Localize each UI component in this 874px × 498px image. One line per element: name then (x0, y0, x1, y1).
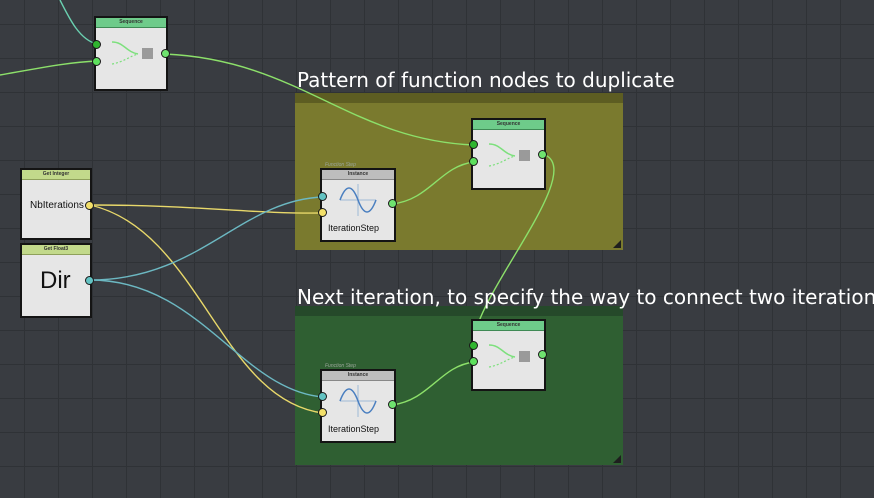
sequence-next-output[interactable] (538, 350, 547, 359)
get-float3-node[interactable]: Get Float3 Dir (20, 243, 92, 318)
frame-pattern-resize-handle[interactable] (613, 240, 621, 248)
sine-wave-icon (339, 184, 377, 216)
wire-nb-to-instance-next (89, 204, 324, 414)
wire-nb-to-instance-pattern (89, 204, 324, 214)
wire-left-in (0, 60, 98, 76)
sequence-node-next[interactable]: Sequence (471, 319, 546, 391)
wire-dir-to-instance-next (89, 279, 324, 398)
instance-pattern-label: IterationStep (328, 223, 380, 233)
sequence-pattern-output[interactable] (538, 150, 547, 159)
instance-next-input-nb[interactable] (318, 408, 327, 417)
instance-pattern-output[interactable] (388, 199, 397, 208)
sequence-pattern-input-2[interactable] (469, 157, 478, 166)
sequence-icon (488, 143, 530, 167)
frame-next-resize-handle[interactable] (613, 455, 621, 463)
sequence-next-input-1[interactable] (469, 341, 478, 350)
sequence-top-input-2[interactable] (92, 57, 101, 66)
instance-next-output[interactable] (388, 400, 397, 409)
sequence-node-pattern-title: Sequence (473, 120, 544, 130)
instance-node-pattern-title: Instance (322, 170, 394, 180)
get-integer-output[interactable] (85, 201, 94, 210)
wire-top-left-in (59, 0, 98, 45)
instance-pattern-input-dir[interactable] (318, 192, 327, 201)
instance-node-next-title: Instance (322, 371, 394, 381)
instance-node-pattern[interactable]: Instance IterationStep (320, 168, 396, 242)
sine-wave-icon (339, 385, 377, 417)
sequence-top-output[interactable] (161, 49, 170, 58)
frame-pattern-title: Pattern of function nodes to duplicate (297, 68, 675, 92)
sequence-top-input-1[interactable] (92, 40, 101, 49)
frame-pattern-header-bar[interactable] (295, 93, 623, 103)
sequence-node-next-title: Sequence (473, 321, 544, 331)
instance-next-input-dir[interactable] (318, 392, 327, 401)
instance-next-subtitle: Function Step (325, 363, 356, 369)
instance-pattern-input-nb[interactable] (318, 208, 327, 217)
sequence-pattern-input-1[interactable] (469, 140, 478, 149)
frame-next-title: Next iteration, to specify the way to co… (297, 285, 874, 309)
get-float3-output[interactable] (85, 276, 94, 285)
get-float3-value: Dir (40, 267, 71, 294)
sequence-icon (111, 41, 153, 65)
sequence-node-top-title: Sequence (96, 18, 166, 28)
sequence-next-input-2[interactable] (469, 357, 478, 366)
sequence-icon (488, 344, 530, 368)
instance-pattern-subtitle: Function Step (325, 162, 356, 168)
instance-node-next[interactable]: Instance IterationStep (320, 369, 396, 443)
get-integer-value: NbIterations (30, 200, 84, 211)
instance-next-label: IterationStep (328, 424, 380, 434)
sequence-node-top[interactable]: Sequence (94, 16, 168, 91)
get-integer-node[interactable]: Get Integer NbIterations (20, 168, 92, 240)
get-integer-title: Get Integer (22, 170, 90, 180)
frame-next-header-bar[interactable] (295, 306, 623, 316)
sequence-node-pattern[interactable]: Sequence (471, 118, 546, 190)
get-float3-title: Get Float3 (22, 245, 90, 255)
wire-dir-to-instance-pattern (89, 196, 324, 281)
